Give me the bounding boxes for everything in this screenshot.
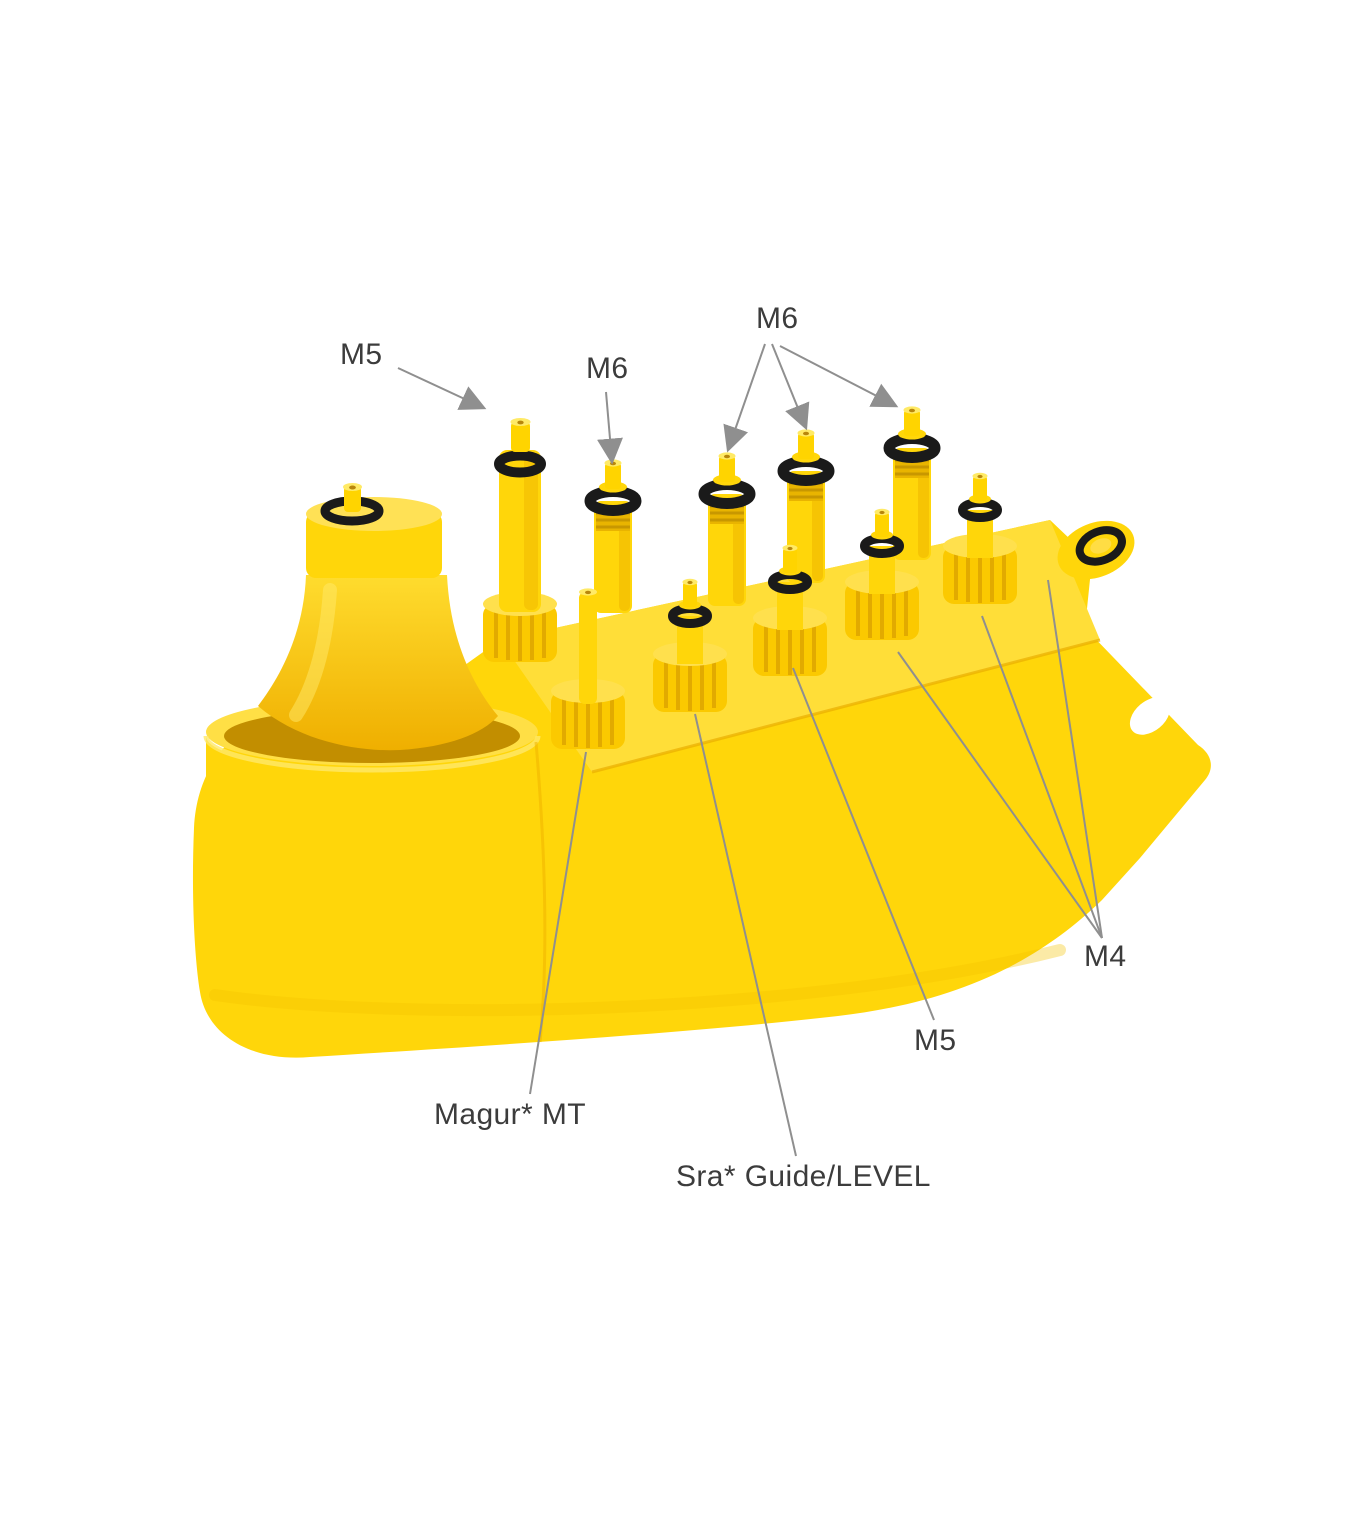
adapter-magura-post <box>579 588 597 704</box>
label-m6-back: M6 <box>586 352 629 385</box>
leader-magura <box>529 751 587 1095</box>
label-m5-top: M5 <box>340 338 383 371</box>
body-seam <box>534 741 547 1043</box>
tail-hanging-hole <box>1129 697 1171 735</box>
cup-rim-highlight <box>203 735 541 773</box>
body-shading <box>209 944 1066 1017</box>
label-m5-front: M5 <box>914 1024 957 1057</box>
label-m4-group: M4 <box>1084 940 1127 973</box>
arrow-m6-group-3 <box>779 345 899 408</box>
adapter-m4-2-top <box>963 473 998 558</box>
leader-sram <box>694 713 797 1157</box>
leader-m5-front <box>792 667 935 1021</box>
adapter-m6-back <box>590 459 636 613</box>
leader-m4-1 <box>897 651 1103 939</box>
bleed-post-m5 <box>481 418 559 664</box>
label-magura: Magur* MT <box>434 1098 586 1131</box>
side-cap-o-ring <box>1075 526 1126 566</box>
funnel-bell <box>258 575 498 751</box>
funnel-cap-nipple <box>344 486 361 512</box>
leader-m4-3 <box>1047 579 1103 939</box>
cup-front-wall <box>206 736 538 980</box>
arrow-m6-back <box>597 391 623 465</box>
funnel-bell-highlight <box>289 583 337 722</box>
deck-edge-crease <box>591 638 1101 774</box>
leader-m4-2 <box>981 615 1103 939</box>
side-cap <box>1057 520 1135 580</box>
adapter-m6-1 <box>704 452 750 606</box>
arrow-m6-group-1 <box>723 343 766 453</box>
arrow-m6-group-2 <box>771 343 810 431</box>
arrow-m5-top <box>397 367 487 410</box>
post-o-ring <box>494 450 546 478</box>
funnel-cap <box>306 483 442 578</box>
label-sram: Sra* Guide/LEVEL <box>676 1160 931 1193</box>
annotation-lines <box>397 343 1103 1157</box>
adapter-sram-top <box>673 579 708 664</box>
label-m6-group: M6 <box>756 302 799 335</box>
